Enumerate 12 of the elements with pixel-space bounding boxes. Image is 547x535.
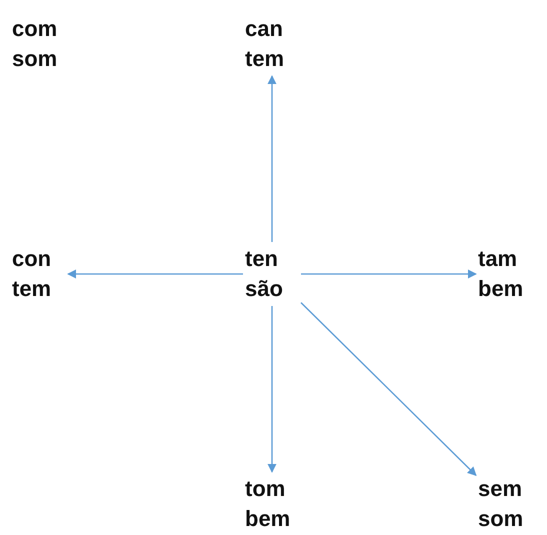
arrow [300, 302, 477, 476]
word-pair-text: con tem [12, 244, 66, 304]
word-pair-text: tom bem [245, 474, 299, 534]
arrow [267, 306, 277, 473]
word-pair-text: ten são [245, 244, 299, 304]
word-pair-text: com som [12, 15, 58, 73]
word-pair-text: tam bem [478, 244, 532, 304]
arrow [67, 269, 243, 279]
arrow [301, 269, 477, 279]
arrow [267, 75, 277, 242]
word-pair-text: can tem [245, 14, 299, 74]
word-pair-text: sem som [478, 474, 532, 534]
